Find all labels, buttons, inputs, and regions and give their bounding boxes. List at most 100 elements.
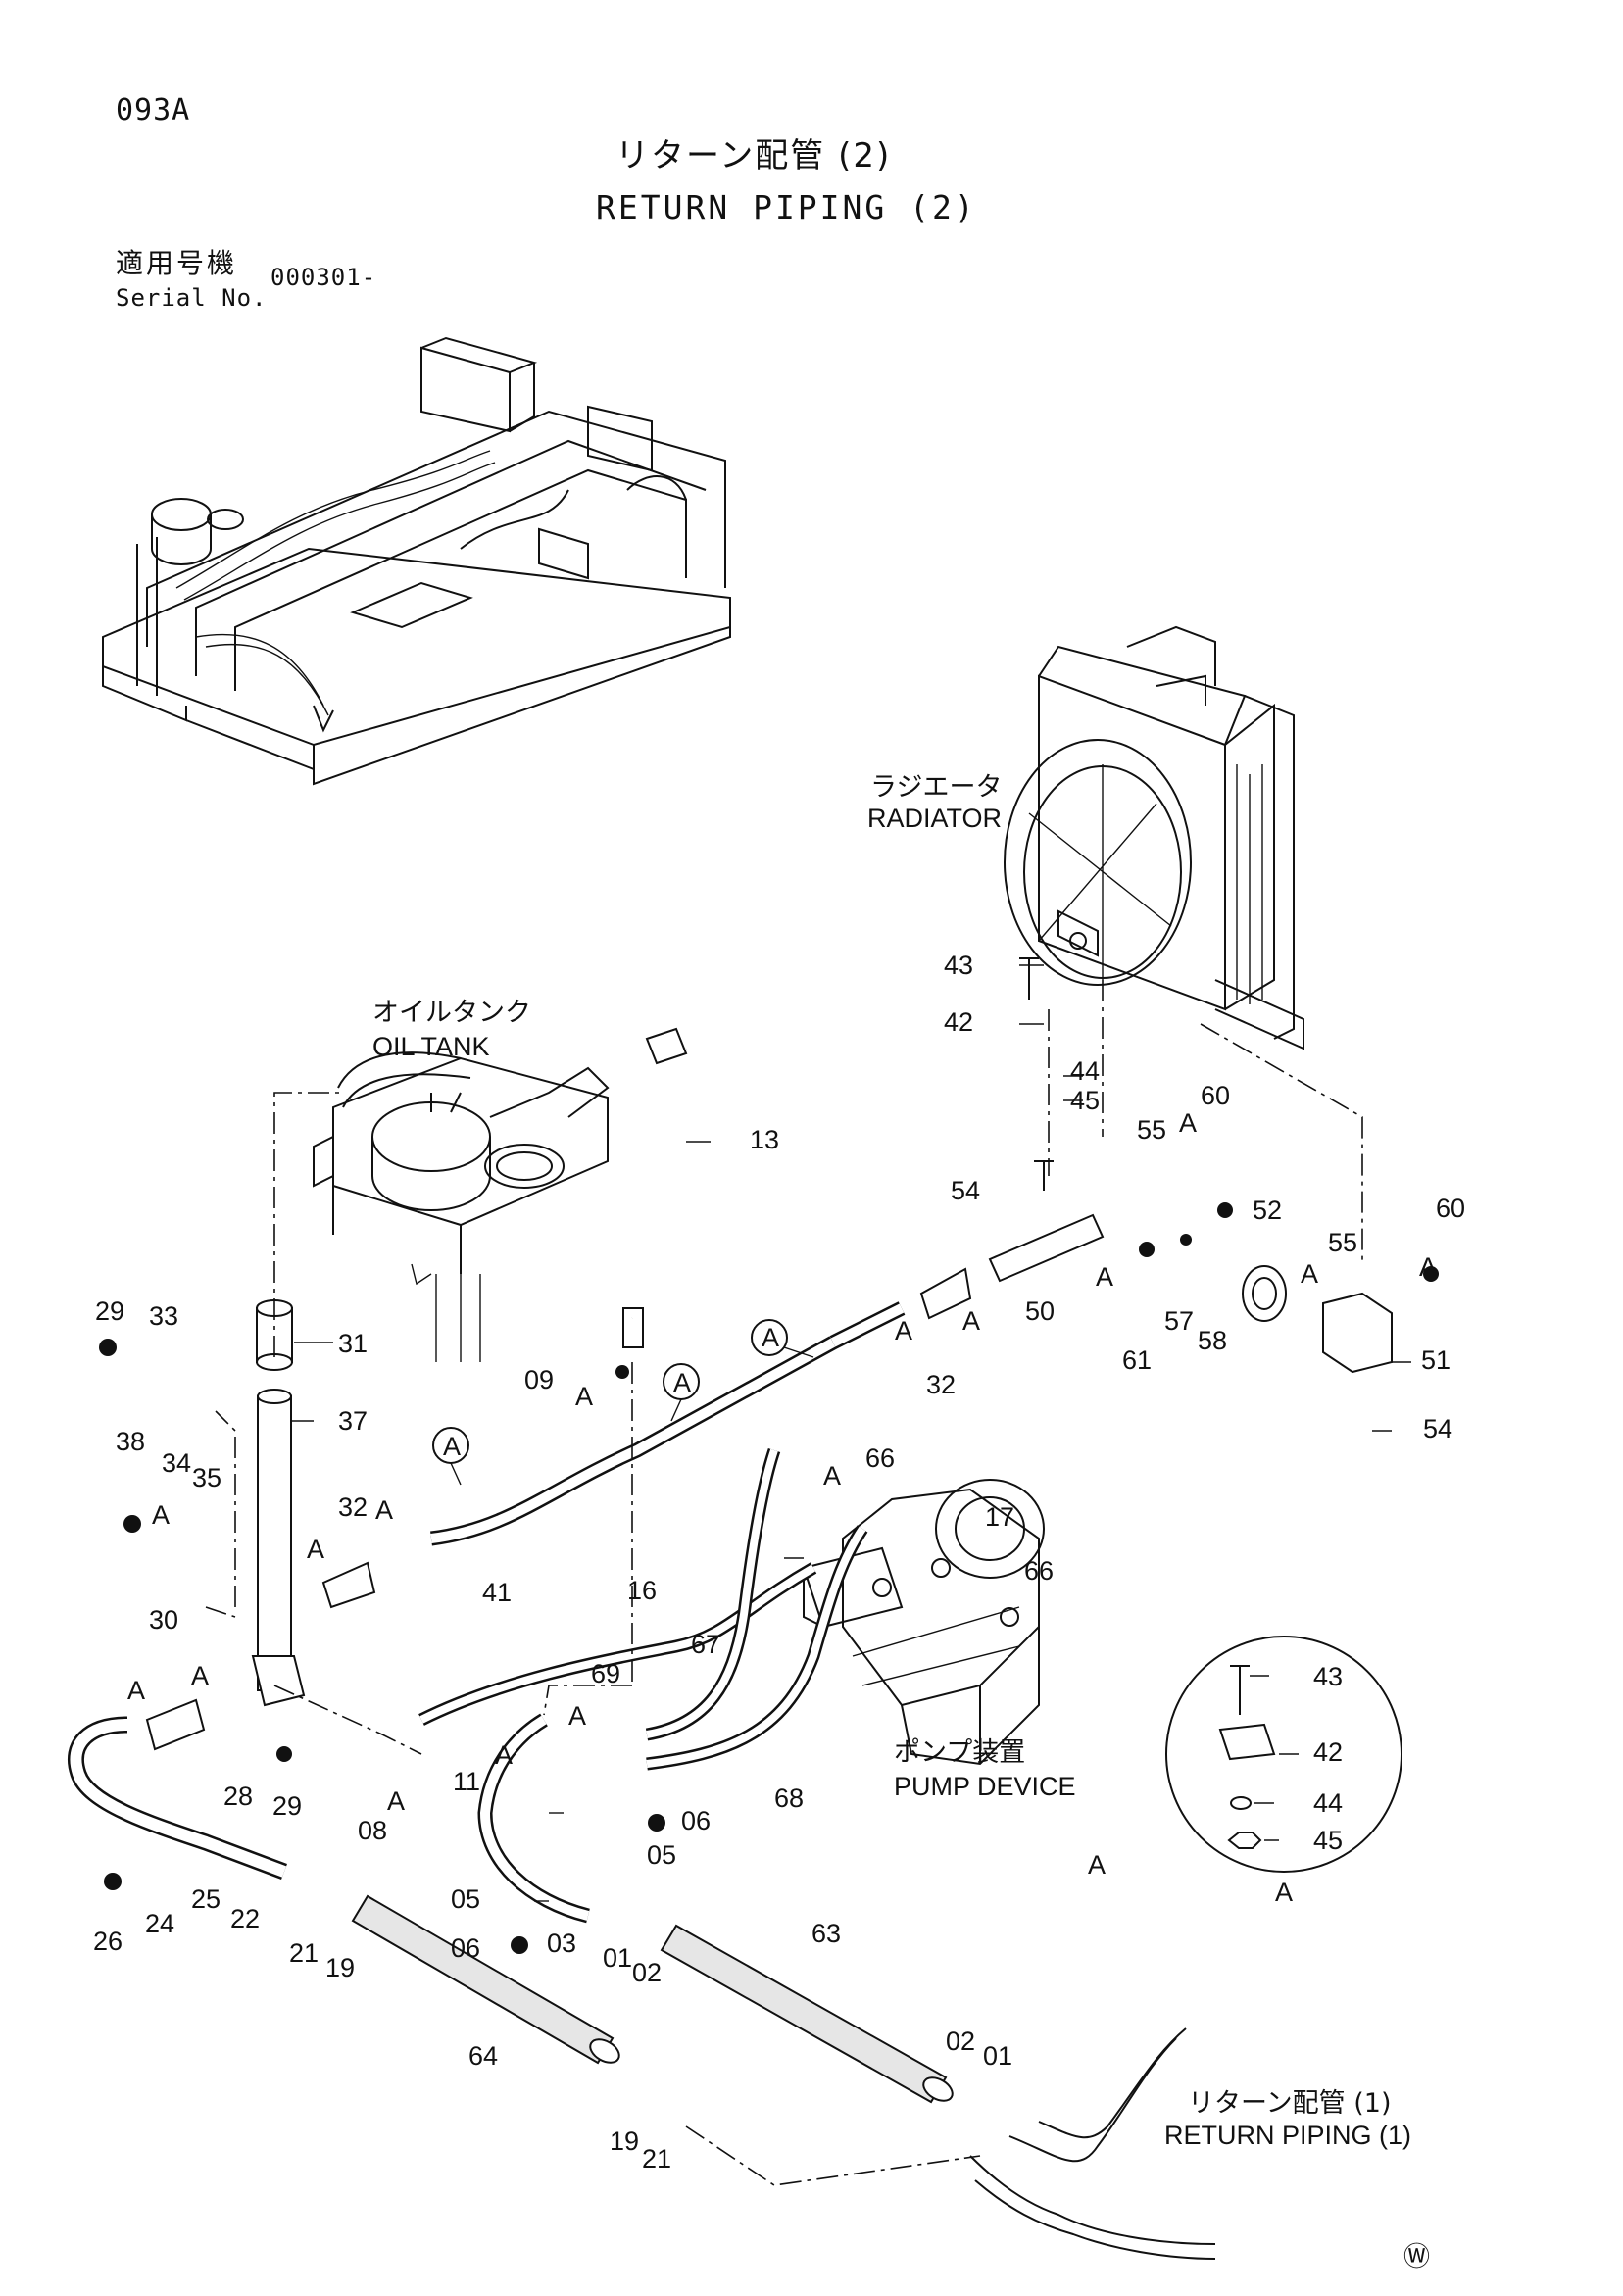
- callout-number: 22: [230, 1904, 261, 1933]
- callout-number: 41: [482, 1578, 513, 1607]
- callout-number: 30: [149, 1605, 179, 1635]
- callout-number: 42: [944, 1007, 974, 1037]
- callout-number: 21: [642, 2144, 672, 2174]
- callout-number: 38: [116, 1427, 146, 1456]
- callout-number: 05: [451, 1884, 481, 1914]
- section-a-label: A: [575, 1382, 594, 1411]
- label-return-piping-1-jp: リターン配管 (1): [1188, 2088, 1392, 2119]
- callout-number: 26: [93, 1927, 123, 1956]
- callout-number: 60: [1201, 1081, 1231, 1110]
- machine-frame-illustration: [102, 336, 731, 786]
- section-a-label: A: [823, 1461, 842, 1490]
- callout-number: 68: [774, 1783, 805, 1813]
- callout-number: 02: [946, 2027, 976, 2056]
- callout-number: 37: [338, 1406, 369, 1436]
- label-oil-tank-jp: オイルタンク: [372, 998, 531, 1028]
- callout-number: 08: [358, 1816, 388, 1845]
- callout-number: 35: [192, 1463, 222, 1492]
- detail-a-label: A: [1275, 1878, 1294, 1907]
- callout-number: 06: [681, 1806, 712, 1835]
- callout-number: 69: [591, 1659, 621, 1688]
- callout-number: 55: [1137, 1115, 1167, 1145]
- serial-label-japanese: 適用号機: [116, 247, 238, 279]
- callout-number: 42: [1313, 1737, 1344, 1767]
- callout-number: 21: [289, 1938, 320, 1968]
- label-oil-tank-en: OIL TANK: [372, 1032, 490, 1061]
- callout-number: 31: [338, 1329, 369, 1358]
- small-fittings: [99, 1202, 1439, 1954]
- section-a-label: A: [1179, 1108, 1198, 1138]
- label-return-piping-1-en: RETURN PIPING (1): [1164, 2121, 1412, 2150]
- callout-number: 01: [603, 1943, 633, 1973]
- callout-number: 33: [149, 1301, 179, 1331]
- section-a-label: A: [443, 1432, 462, 1461]
- label-radiator-en: RADIATOR: [867, 804, 1003, 833]
- callout-number: 57: [1164, 1306, 1195, 1336]
- serial-label-english: Serial No.: [116, 284, 268, 312]
- callout-number: 32: [926, 1370, 957, 1399]
- title-english: RETURN PIPING (2): [596, 188, 977, 226]
- callout-number: 61: [1122, 1345, 1153, 1375]
- callout-number: 51: [1421, 1345, 1451, 1375]
- callout-number: 19: [610, 2126, 640, 2156]
- callout-number: 45: [1070, 1086, 1101, 1115]
- callout-number: 44: [1313, 1788, 1344, 1818]
- callout-number: 17: [985, 1502, 1015, 1532]
- label-radiator-jp: ラジエータ: [870, 772, 1003, 803]
- callout-number: 06: [451, 1933, 481, 1963]
- callout-number: 25: [191, 1884, 221, 1914]
- callout-number: 58: [1198, 1326, 1228, 1355]
- section-a-markers: [432, 1319, 814, 1486]
- callout-number: 13: [750, 1125, 780, 1154]
- callout-number: 05: [647, 1840, 677, 1870]
- callout-number: 50: [1025, 1296, 1056, 1326]
- callout-number: 43: [944, 951, 974, 980]
- radiator-illustration: [1004, 625, 1304, 1050]
- callout-number: 44: [1070, 1056, 1101, 1086]
- callout-number: 54: [1423, 1414, 1453, 1443]
- callout-number: 66: [1024, 1556, 1055, 1586]
- callout-number: 34: [162, 1448, 192, 1478]
- section-a-label: A: [307, 1535, 325, 1564]
- callout-leaders: [291, 964, 1411, 1902]
- pump-device-illustration: [802, 1479, 1045, 1766]
- callout-number: 67: [691, 1630, 721, 1659]
- label-pump-device-jp: ポンプ装置: [894, 1737, 1026, 1768]
- callout-number: 29: [272, 1791, 303, 1821]
- section-a-label: A: [673, 1368, 692, 1397]
- hoses-and-pipes: [68, 957, 1393, 2260]
- leader-lines: [205, 980, 1363, 2186]
- section-a-label: A: [1419, 1252, 1438, 1282]
- callout-number: 52: [1253, 1196, 1283, 1225]
- section-a-label: A: [762, 1323, 780, 1352]
- section-a-label: A: [1088, 1850, 1107, 1880]
- callout-number: 28: [223, 1782, 254, 1811]
- callout-number: 60: [1436, 1194, 1466, 1223]
- callout-number: 09: [524, 1365, 555, 1394]
- callout-number: 29: [95, 1296, 125, 1326]
- callout-number: 45: [1313, 1826, 1344, 1855]
- title-japanese: リターン配管 (2): [615, 136, 892, 175]
- section-a-label: A: [1096, 1262, 1114, 1292]
- section-a-label: A: [962, 1306, 981, 1336]
- serial-number-value: 000301-: [270, 264, 377, 291]
- callout-number: 55: [1328, 1228, 1358, 1257]
- callout-number: 11: [453, 1767, 481, 1796]
- section-a-label: A: [191, 1661, 210, 1690]
- callout-number: 02: [632, 1958, 663, 1987]
- callout-number: 19: [325, 1953, 356, 1982]
- section-a-label: A: [375, 1495, 394, 1525]
- watermark-symbol: Ⓦ: [1403, 2242, 1430, 2272]
- callout-number: 16: [627, 1576, 658, 1605]
- callout-number: 24: [145, 1909, 175, 1938]
- section-a-label: A: [152, 1500, 171, 1530]
- section-a-label: A: [127, 1676, 146, 1705]
- callout-number: 43: [1313, 1662, 1344, 1691]
- oil-tank-illustration: [313, 1051, 610, 1362]
- callout-number: 32: [338, 1492, 369, 1522]
- section-a-label: A: [568, 1701, 587, 1731]
- section-a-label: A: [1301, 1259, 1319, 1289]
- label-pump-device-en: PUMP DEVICE: [894, 1772, 1076, 1801]
- section-a-label: A: [495, 1740, 514, 1770]
